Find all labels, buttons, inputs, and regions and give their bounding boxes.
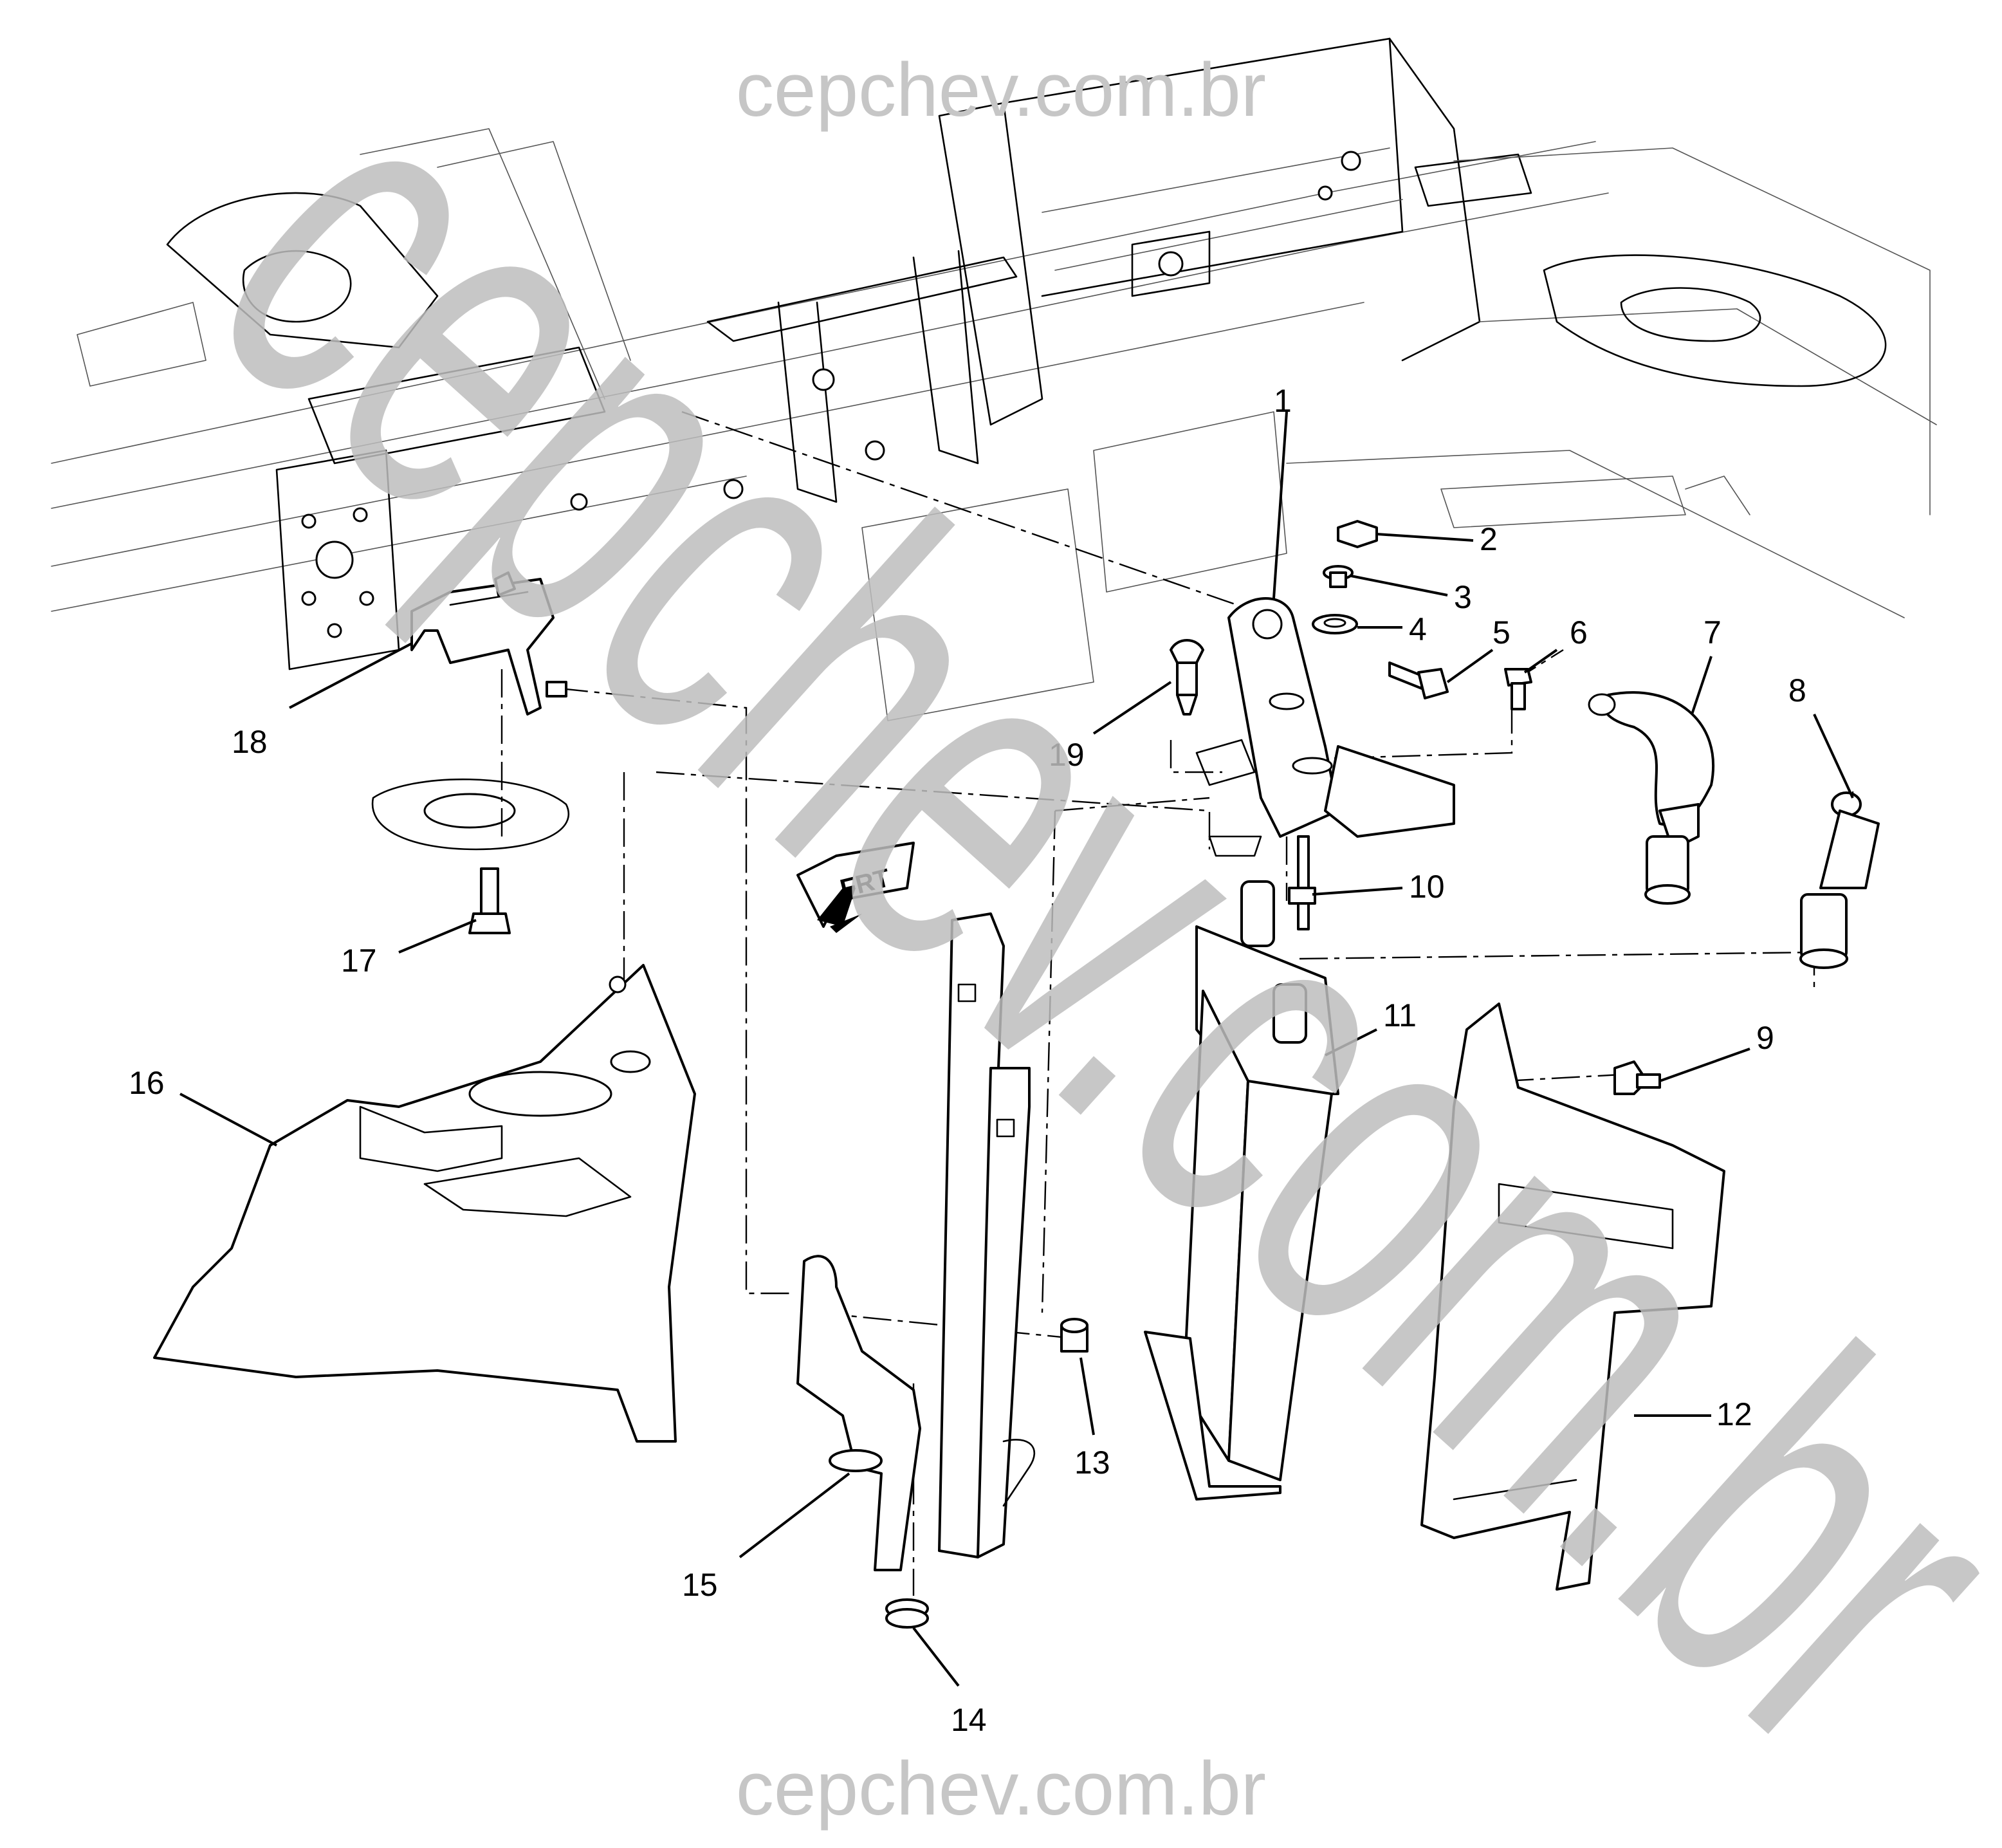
callout-10: 10 <box>1409 869 1445 905</box>
callout-6: 6 <box>1570 614 1588 651</box>
part-18-u-bracket <box>410 571 567 716</box>
part-15-support-bracket <box>796 912 1036 1571</box>
part-19-push-pin <box>1170 639 1204 716</box>
callout-2: 2 <box>1480 521 1498 557</box>
part-2-nut <box>1337 520 1378 548</box>
part-6-bolt <box>1504 668 1532 710</box>
callout-11: 11 <box>1383 997 1417 1033</box>
callout-19: 19 <box>1049 737 1085 773</box>
vehicle-frame-structure <box>51 37 1937 851</box>
callout-17: 17 <box>341 943 377 979</box>
callout-5: 5 <box>1492 614 1511 651</box>
callout-leader-lines <box>179 411 1854 1687</box>
part-17-bolt <box>468 867 511 934</box>
callout-4: 4 <box>1409 611 1427 647</box>
callout-9: 9 <box>1756 1020 1774 1056</box>
callout-16: 16 <box>129 1065 165 1101</box>
callout-14: 14 <box>951 1702 987 1738</box>
callout-3: 3 <box>1454 579 1472 615</box>
callout-12: 12 <box>1716 1396 1752 1432</box>
callout-15: 15 <box>682 1567 718 1603</box>
callout-8: 8 <box>1788 672 1806 708</box>
part-8-hose <box>1799 791 1880 969</box>
callout-labels: 1 2 3 4 5 6 7 8 9 10 11 12 13 14 15 16 1… <box>129 383 1806 1738</box>
part-7-hose <box>1588 691 1715 905</box>
part-14-grommet <box>885 1598 929 1629</box>
callout-1: 1 <box>1274 383 1292 419</box>
part-12-air-deflector <box>1420 1003 1725 1591</box>
part-9-clip <box>1613 1060 1661 1095</box>
watermark-bottom: cepchev.com.br <box>736 1746 1266 1831</box>
part-3-washer <box>1323 565 1354 588</box>
front-direction-marker: FRT <box>796 842 915 933</box>
part-5-bolt <box>1388 661 1449 699</box>
part-16-splash-shield <box>153 964 696 1443</box>
part-10-stud <box>1288 835 1316 930</box>
watermarks: cepchev.com.br cepchev.com.br cepchev.co… <box>122 0 2002 1848</box>
watermark-top: cepchev.com.br <box>736 48 1266 133</box>
part-1-bracket <box>1195 597 1455 857</box>
callout-7: 7 <box>1704 614 1722 651</box>
part-4-grommet <box>1312 614 1358 634</box>
part-11-cooler <box>1144 880 1339 1501</box>
callout-13: 13 <box>1074 1445 1110 1481</box>
callout-18: 18 <box>232 724 268 760</box>
watermark-diagonal: cepchev.com.br <box>122 0 2002 1848</box>
part-13-nut <box>1060 1318 1088 1353</box>
